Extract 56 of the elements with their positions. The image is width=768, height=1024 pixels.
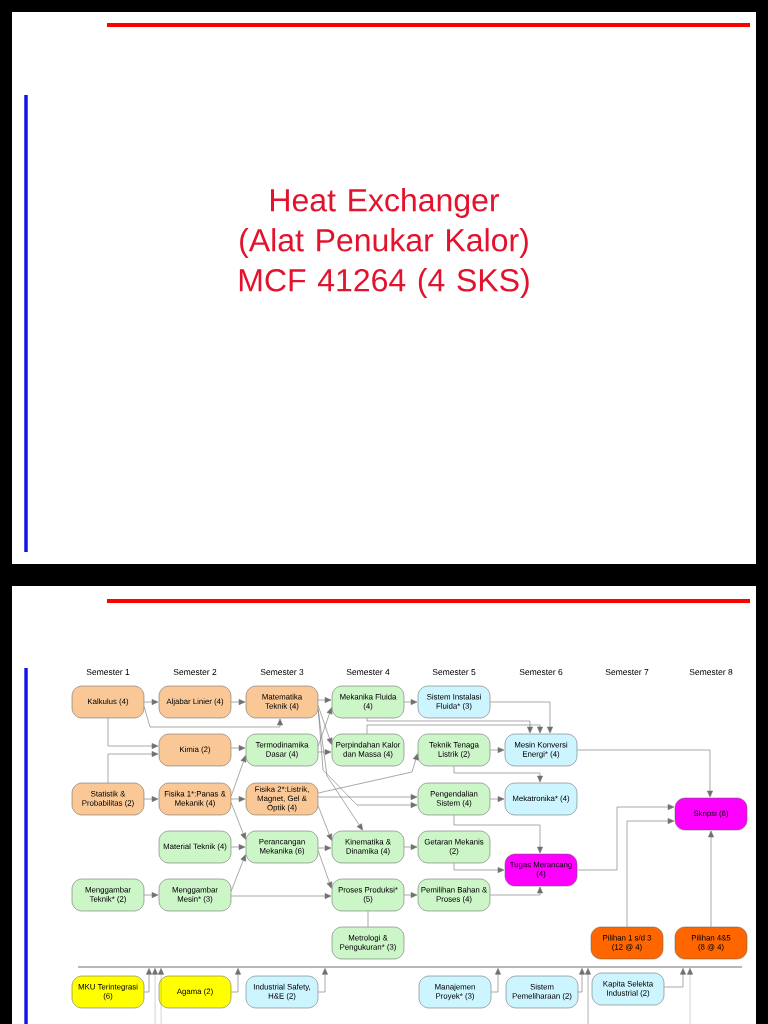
arrow [453, 862, 505, 873]
title: Heat Exchanger (Alat Penukar Kalor) MCF 41264 (4 SKS) [239, 188, 529, 298]
semester-label: Semester 7 [605, 669, 649, 675]
arrow [230, 745, 246, 751]
arrow [317, 845, 332, 851]
arrow [403, 844, 418, 850]
arrow [143, 706, 283, 728]
arrow [489, 886, 543, 896]
arrow [317, 850, 333, 889]
arrow [230, 854, 247, 892]
arrow [489, 796, 505, 802]
arrow [453, 814, 543, 854]
arrow [143, 968, 152, 993]
semester-label: Semester 5 [432, 669, 476, 675]
arrow [317, 708, 418, 808]
arrow [453, 765, 543, 783]
arrow [230, 844, 246, 850]
semester-label: Semester 4 [346, 669, 390, 675]
semester-label: Semester 8 [689, 669, 733, 675]
semester-label: Semester 6 [519, 669, 563, 675]
arrow [230, 893, 332, 899]
arrow [143, 892, 159, 898]
arrow [143, 699, 159, 705]
arrow [317, 753, 419, 794]
arrow [577, 968, 585, 993]
arrow [230, 796, 246, 802]
arrow [663, 968, 686, 988]
arrow [230, 968, 241, 993]
arrow [489, 701, 553, 734]
arrow [403, 892, 418, 898]
arrow [576, 749, 713, 798]
arrow [403, 699, 418, 705]
arrow [576, 804, 675, 871]
arrow [708, 830, 714, 928]
semester-label: Semester 1 [86, 669, 130, 675]
arrow [317, 805, 333, 841]
arrow [107, 717, 159, 749]
arrow [230, 755, 247, 797]
arrow [230, 802, 247, 840]
arrow [317, 794, 418, 800]
arrow [317, 968, 328, 993]
semester-label: Semester 2 [173, 669, 217, 675]
arrow [490, 968, 501, 993]
arrow [626, 818, 675, 928]
arrow [366, 724, 543, 735]
arrow [489, 747, 505, 753]
arrow [585, 968, 591, 1024]
arrow [143, 796, 159, 802]
semester-label: Semester 3 [260, 669, 304, 675]
arrow [107, 751, 159, 784]
arrow [317, 710, 363, 831]
arrow [366, 717, 533, 734]
arrow [230, 699, 246, 705]
arrow [317, 749, 332, 755]
connector-line [367, 910, 369, 928]
arrow [317, 697, 332, 703]
